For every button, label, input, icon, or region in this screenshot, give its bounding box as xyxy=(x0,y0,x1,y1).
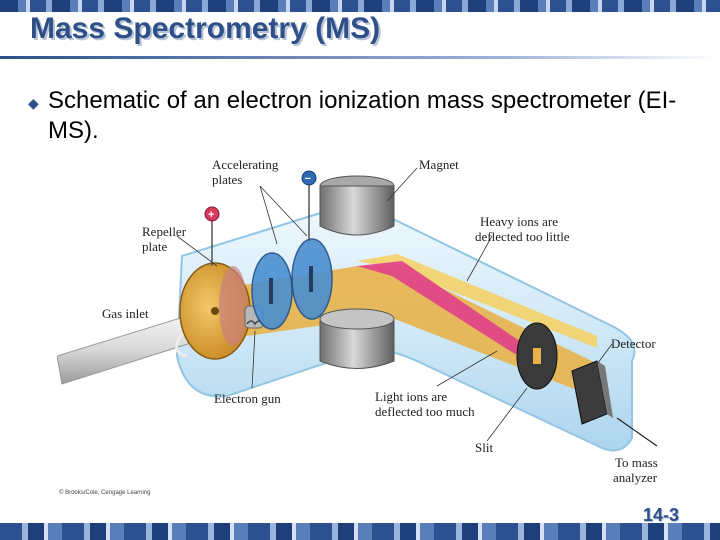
plate-gap xyxy=(309,266,313,292)
label-electron-gun: Electron gun xyxy=(214,391,281,406)
label-accelerating-plates: plates xyxy=(212,172,242,187)
repeller-hole xyxy=(211,307,219,315)
bullet-text: Schematic of an electron ionization mass… xyxy=(48,86,688,146)
slit-opening xyxy=(533,348,541,364)
ei-ms-schematic: + − Accelerating plates Magnet Repeller … xyxy=(57,156,665,498)
magnet-bottom-pole-cap xyxy=(320,309,394,329)
repeller-rim xyxy=(219,266,247,346)
label-heavy-ions: Heavy ions are xyxy=(480,214,558,229)
label-heavy-ions: deflected too little xyxy=(475,229,570,244)
slide-title: Mass Spectrometry (MS) xyxy=(30,12,380,46)
label-to-mass-analyzer: To mass xyxy=(615,455,658,470)
image-credit: © Brooks/Cole, Cengage Learning xyxy=(59,489,150,496)
plate-gap xyxy=(269,278,273,304)
label-light-ions: deflected too much xyxy=(375,404,475,419)
label-repeller-plate: Repeller xyxy=(142,224,187,239)
label-repeller-plate: plate xyxy=(142,239,167,254)
bottom-decorative-band xyxy=(0,523,720,540)
label-magnet: Magnet xyxy=(419,157,459,172)
negative-terminal-sign: − xyxy=(305,173,311,185)
bullet-marker-icon: ◆ xyxy=(28,95,39,112)
label-slit: Slit xyxy=(475,440,493,455)
title-underline xyxy=(0,56,720,59)
label-light-ions: Light ions are xyxy=(375,389,447,404)
label-to-mass-analyzer: analyzer xyxy=(613,470,658,485)
label-detector: Detector xyxy=(611,336,656,351)
magnet-top-pole xyxy=(320,186,394,235)
label-gas-inlet: Gas inlet xyxy=(102,306,149,321)
positive-terminal-sign: + xyxy=(208,209,214,221)
label-accelerating-plates: Accelerating xyxy=(212,157,279,172)
top-decorative-band xyxy=(0,0,720,12)
